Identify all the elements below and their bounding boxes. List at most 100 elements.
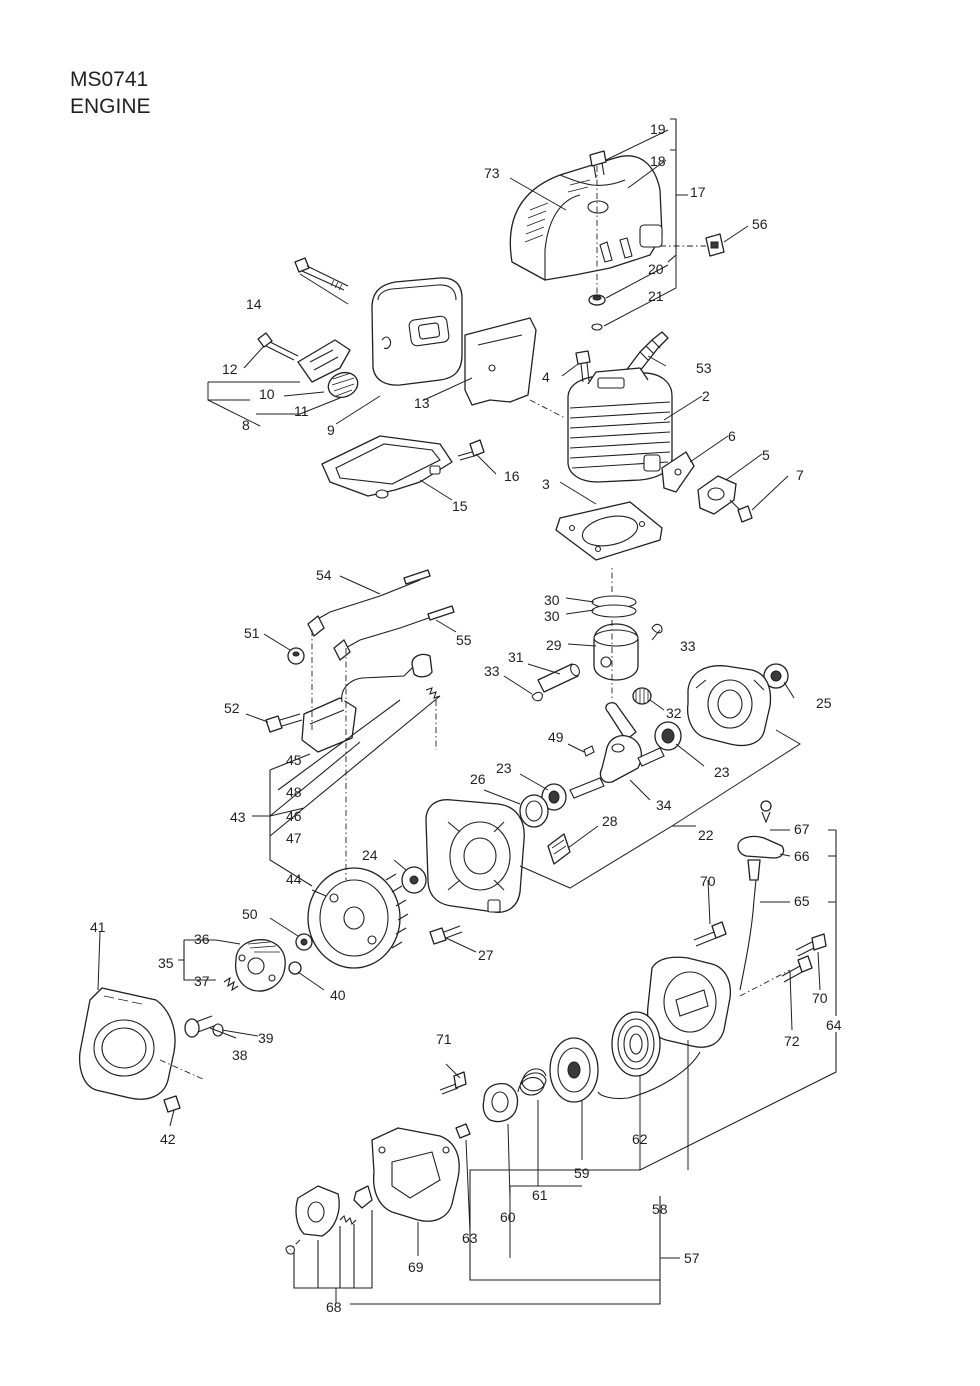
- needle-bearing-32: [632, 687, 652, 705]
- callout-45: 45: [286, 752, 302, 768]
- callout-24: 24: [362, 847, 378, 863]
- bolt-72: [781, 955, 813, 983]
- callout-15: 15: [452, 498, 468, 514]
- circlip-33-left: [531, 691, 543, 702]
- callout-51: 51: [244, 625, 260, 641]
- callout-44: 44: [286, 871, 302, 887]
- callout-32: 32: [666, 705, 682, 721]
- knot-67: [760, 800, 772, 824]
- pawl-assembly-68: [285, 1185, 373, 1255]
- callout-65: 65: [794, 893, 810, 909]
- callout-26: 26: [470, 771, 486, 787]
- callout-8: 8: [242, 417, 250, 433]
- callout-7: 7: [796, 467, 804, 483]
- callout-33-left: 33: [484, 663, 500, 679]
- callout-40: 40: [330, 987, 346, 1003]
- callout-5: 5: [762, 447, 770, 463]
- callout-68: 68: [326, 1299, 342, 1315]
- callout-31: 31: [508, 649, 524, 665]
- callout-13: 13: [414, 395, 430, 411]
- ratchet-60: [482, 1082, 519, 1123]
- spacer-51: [287, 647, 305, 665]
- piston-pin-31: [537, 663, 580, 693]
- model-code: MS0741: [70, 68, 149, 91]
- callout-18: 18: [650, 153, 666, 169]
- callout-numbers: 2 3 4 5 6 7 8 9 10 11 12 13 14 15 16 17 …: [90, 121, 842, 1315]
- washer-24: [401, 866, 427, 894]
- callout-14: 14: [246, 296, 262, 312]
- callout-30-lower: 30: [544, 608, 560, 624]
- grommet-20: [588, 294, 606, 306]
- screw-63: [455, 1123, 471, 1139]
- insulator-6: [661, 451, 695, 493]
- starter-handle-66: [737, 835, 785, 881]
- callout-19: 19: [650, 121, 666, 137]
- reel-59: [549, 1037, 599, 1103]
- flywheel-44: [307, 867, 409, 969]
- callout-29: 29: [546, 637, 562, 653]
- callout-70-top: 70: [700, 873, 716, 889]
- callout-46: 46: [286, 808, 302, 824]
- callout-52: 52: [224, 700, 240, 716]
- intake-flange-5: [697, 475, 737, 515]
- callout-43: 43: [230, 809, 246, 825]
- assembly-lines: [159, 166, 791, 1251]
- crankshaft-34: [569, 702, 665, 799]
- callout-11: 11: [294, 403, 309, 419]
- callout-20: 20: [648, 261, 664, 277]
- callout-38: 38: [232, 1047, 248, 1063]
- callout-23-left: 23: [496, 760, 512, 776]
- gasket-28: [547, 833, 571, 865]
- nut-50: [295, 933, 313, 951]
- callout-17: 17: [690, 184, 706, 200]
- clutch-spring-37: [223, 976, 239, 992]
- callout-10: 10: [259, 386, 275, 402]
- starter-housing-64: [646, 956, 732, 1048]
- callout-70-right: 70: [812, 990, 828, 1006]
- callout-16: 16: [504, 468, 520, 484]
- ignition-coil-45: [301, 653, 433, 753]
- callout-28: 28: [602, 813, 618, 829]
- bolt-42: [163, 1095, 181, 1113]
- bolt-70-right: [795, 933, 827, 957]
- callout-6: 6: [728, 428, 736, 444]
- callout-23-right: 23: [714, 764, 730, 780]
- callout-63: 63: [462, 1230, 478, 1246]
- muffler-9: [371, 277, 463, 386]
- spring-61: [517, 1068, 547, 1096]
- callout-4: 4: [542, 369, 550, 385]
- callout-72: 72: [784, 1033, 800, 1049]
- circlip-33-right: [651, 623, 663, 634]
- callout-39: 39: [258, 1030, 274, 1046]
- ignition-wire-55: [333, 605, 455, 661]
- callout-62: 62: [632, 1131, 648, 1147]
- callout-71: 71: [436, 1031, 452, 1047]
- bolt-71: [439, 1071, 467, 1095]
- callout-25: 25: [816, 695, 832, 711]
- callout-50: 50: [242, 906, 258, 922]
- bearing-25: [763, 663, 789, 689]
- callout-55: 55: [456, 632, 472, 648]
- callout-21: 21: [648, 288, 664, 304]
- bearing-23-left: [541, 783, 567, 811]
- callout-9: 9: [327, 422, 335, 438]
- bolt-70-top: [693, 921, 727, 947]
- bearing-23-right: [654, 721, 682, 751]
- bolt-52: [265, 713, 303, 733]
- callout-73: 73: [484, 165, 500, 181]
- callout-61: 61: [532, 1187, 548, 1203]
- callout-48: 48: [286, 784, 302, 800]
- drive-housing-69: [371, 1127, 460, 1222]
- callout-35: 35: [158, 955, 174, 971]
- muffler-cover-10: [297, 339, 351, 383]
- callout-58: 58: [652, 1201, 668, 1217]
- fan-cover-41: [78, 987, 176, 1100]
- recoil-spring-62: [611, 1011, 661, 1077]
- piston-29: [593, 623, 639, 681]
- bolt-4: [575, 350, 591, 383]
- cylinder-gasket-3: [555, 501, 663, 561]
- long-bolt-14: [294, 257, 349, 291]
- clutch-shoes-36: [234, 939, 286, 992]
